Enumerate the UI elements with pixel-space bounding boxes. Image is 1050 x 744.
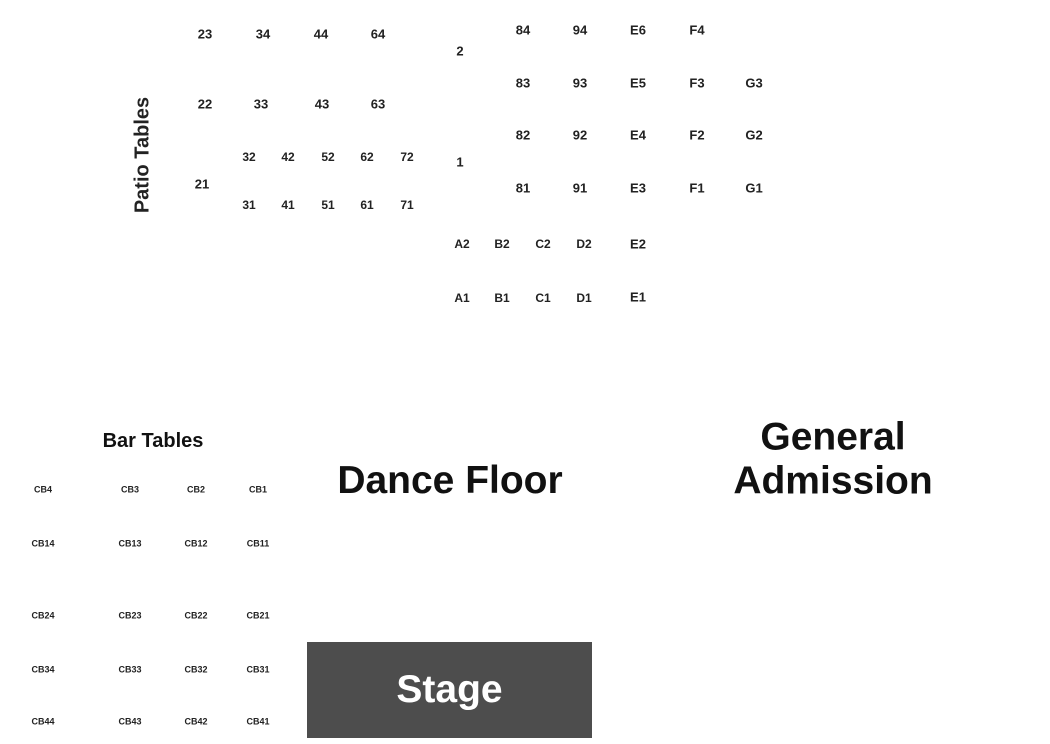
table-52[interactable]: 52	[321, 150, 335, 164]
table-cb33[interactable]: CB33	[118, 664, 142, 675]
table-cb42[interactable]: CB42	[184, 716, 208, 727]
table-g3[interactable]: G3	[745, 75, 763, 91]
table-91[interactable]: 91	[572, 180, 588, 196]
table-e2[interactable]: E2	[630, 236, 646, 252]
table-c2[interactable]: C2	[535, 237, 551, 251]
table-a2[interactable]: A2	[454, 237, 470, 251]
table-34[interactable]: 34	[255, 26, 271, 42]
table-63[interactable]: 63	[370, 96, 386, 112]
table-33[interactable]: 33	[253, 96, 269, 112]
table-e1[interactable]: E1	[630, 289, 646, 305]
table-92[interactable]: 92	[572, 127, 588, 143]
table-f3[interactable]: F3	[689, 75, 705, 91]
table-cb12[interactable]: CB12	[184, 538, 208, 549]
table-82[interactable]: 82	[515, 127, 531, 143]
table-21[interactable]: 21	[194, 176, 210, 192]
dance-floor-area[interactable]: Dance Floor	[337, 459, 563, 503]
table-51[interactable]: 51	[321, 198, 335, 212]
table-41[interactable]: 41	[281, 198, 295, 212]
general-admission-area[interactable]: General Admission	[733, 415, 933, 502]
table-93[interactable]: 93	[572, 75, 588, 91]
table-72[interactable]: 72	[400, 150, 414, 164]
table-e5[interactable]: E5	[630, 75, 646, 91]
table-e6[interactable]: E6	[630, 22, 646, 38]
table-94[interactable]: 94	[572, 22, 588, 38]
table-cb4[interactable]: CB4	[33, 484, 53, 495]
table-cb14[interactable]: CB14	[31, 538, 55, 549]
table-cb2[interactable]: CB2	[186, 484, 206, 495]
table-cb31[interactable]: CB31	[246, 664, 270, 675]
table-cb11[interactable]: CB11	[246, 538, 270, 549]
table-cb3[interactable]: CB3	[120, 484, 140, 495]
patio-tables-label: Patio Tables	[131, 96, 154, 214]
table-42[interactable]: 42	[281, 150, 295, 164]
table-f2[interactable]: F2	[689, 127, 705, 143]
table-b2[interactable]: B2	[494, 237, 510, 251]
table-83[interactable]: 83	[515, 75, 531, 91]
table-cb41[interactable]: CB41	[246, 716, 270, 727]
table-31[interactable]: 31	[242, 198, 256, 212]
table-cb32[interactable]: CB32	[184, 664, 208, 675]
table-32[interactable]: 32	[242, 150, 256, 164]
stage: Stage	[307, 642, 592, 738]
table-cb44[interactable]: CB44	[31, 716, 55, 727]
table-84[interactable]: 84	[515, 22, 531, 38]
table-cb24[interactable]: CB24	[31, 610, 55, 621]
table-e3[interactable]: E3	[630, 180, 646, 196]
table-62[interactable]: 62	[360, 150, 374, 164]
table-cb23[interactable]: CB23	[118, 610, 142, 621]
table-cb43[interactable]: CB43	[118, 716, 142, 727]
table-cb22[interactable]: CB22	[184, 610, 208, 621]
table-cb1[interactable]: CB1	[248, 484, 268, 495]
table-cb21[interactable]: CB21	[246, 610, 270, 621]
table-2[interactable]: 2	[456, 43, 464, 59]
table-f1[interactable]: F1	[689, 180, 705, 196]
table-d1[interactable]: D1	[576, 291, 592, 305]
table-g2[interactable]: G2	[745, 127, 763, 143]
table-f4[interactable]: F4	[689, 22, 705, 38]
table-g1[interactable]: G1	[745, 180, 763, 196]
bar-tables-label: Bar Tables	[102, 429, 204, 452]
table-c1[interactable]: C1	[535, 291, 551, 305]
table-1[interactable]: 1	[456, 154, 464, 170]
table-43[interactable]: 43	[314, 96, 330, 112]
table-64[interactable]: 64	[370, 26, 386, 42]
table-71[interactable]: 71	[400, 198, 414, 212]
table-cb34[interactable]: CB34	[31, 664, 55, 675]
table-d2[interactable]: D2	[576, 237, 592, 251]
table-22[interactable]: 22	[197, 96, 213, 112]
table-b1[interactable]: B1	[494, 291, 510, 305]
table-61[interactable]: 61	[360, 198, 374, 212]
table-81[interactable]: 81	[515, 180, 531, 196]
table-44[interactable]: 44	[313, 26, 329, 42]
table-e4[interactable]: E4	[630, 127, 646, 143]
table-23[interactable]: 23	[197, 26, 213, 42]
table-cb13[interactable]: CB13	[118, 538, 142, 549]
table-a1[interactable]: A1	[454, 291, 470, 305]
